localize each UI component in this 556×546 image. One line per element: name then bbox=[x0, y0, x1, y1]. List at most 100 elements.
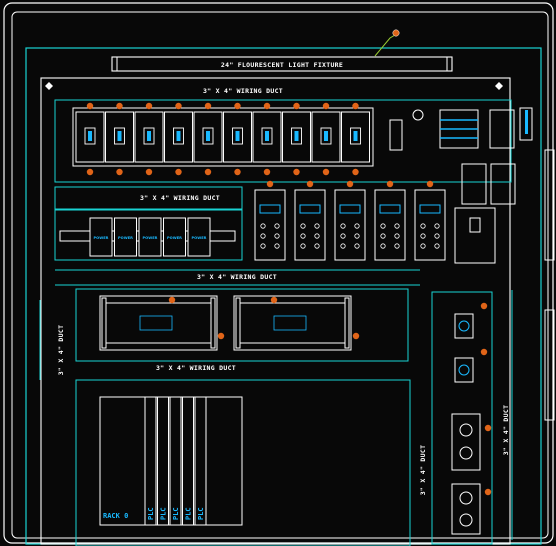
door-hinge-lower bbox=[544, 309, 555, 421]
contactor-balloon bbox=[386, 180, 394, 188]
terminal-block: POWER bbox=[187, 217, 211, 257]
enclosure-inner-border bbox=[11, 11, 549, 539]
rack-module-label: PLC bbox=[160, 507, 168, 520]
selector-switch-2 bbox=[454, 357, 474, 383]
ground-lug-icon bbox=[412, 109, 424, 121]
breaker-load-balloon bbox=[175, 168, 182, 176]
terminal-block-duct bbox=[54, 209, 243, 261]
door-hinge-upper bbox=[544, 149, 555, 261]
breaker-line-balloon bbox=[352, 102, 359, 110]
receptacle-1 bbox=[451, 413, 481, 471]
breaker-load-balloon bbox=[263, 168, 271, 176]
terminal-block-label: POWER bbox=[94, 236, 109, 240]
drive-2-balloon bbox=[270, 296, 278, 304]
disconnect-handle-fill bbox=[525, 110, 528, 134]
breaker-load-balloon bbox=[86, 168, 94, 176]
top-wiring-duct bbox=[54, 99, 512, 183]
mid-left-duct-label: 3" X 4" WIRING DUCT bbox=[140, 194, 220, 202]
top-duct-label: 3" X 4" WIRING DUCT bbox=[203, 87, 283, 95]
small-vertical-duct-label: 3" X 4" DUCT bbox=[419, 445, 427, 496]
terminal-block: POWER bbox=[114, 217, 137, 257]
rack-0-label: RACK 0 bbox=[103, 512, 128, 520]
breaker bbox=[341, 111, 370, 163]
rack-duct-area bbox=[75, 379, 411, 546]
drive-2-output-balloon bbox=[352, 332, 360, 340]
mounting-hole-markers bbox=[45, 82, 503, 90]
breaker-load-balloon bbox=[293, 168, 300, 176]
breaker-line-balloon bbox=[322, 102, 330, 110]
contactor bbox=[254, 189, 286, 261]
right-vertical-duct-label: 3" X 4" DUCT bbox=[502, 405, 510, 456]
breaker-line-balloon bbox=[145, 102, 153, 110]
rack-module-label: PLC bbox=[147, 507, 155, 520]
contactor bbox=[374, 189, 406, 261]
breaker-load-balloon bbox=[322, 168, 330, 176]
selector-2-balloon bbox=[480, 348, 488, 356]
breaker-line-balloon bbox=[86, 102, 94, 110]
receptacle-1-balloon bbox=[484, 424, 492, 432]
breaker-row bbox=[75, 102, 370, 176]
breaker-load-balloon bbox=[116, 168, 123, 176]
breaker bbox=[105, 111, 134, 163]
breaker bbox=[164, 111, 193, 163]
light-fixture-balloon bbox=[392, 29, 400, 37]
breaker-line-balloon bbox=[263, 102, 271, 110]
rack-module-label: PLC bbox=[172, 507, 180, 520]
terminal-block-small bbox=[389, 119, 403, 151]
rack-module: PLC bbox=[169, 396, 182, 526]
breaker bbox=[193, 111, 223, 163]
drive-mount-area bbox=[75, 288, 409, 362]
breaker bbox=[311, 111, 341, 163]
breaker bbox=[252, 111, 282, 163]
enclosure-outer-border bbox=[3, 2, 554, 544]
contactor-balloon bbox=[346, 180, 354, 188]
breaker-line-balloon bbox=[204, 102, 212, 110]
breaker bbox=[134, 111, 164, 163]
receptacle-2 bbox=[451, 483, 481, 535]
breaker bbox=[75, 111, 105, 163]
rack-0-outline bbox=[99, 396, 243, 526]
rack-0-modules: PLC PLC PLC PLC PLC bbox=[144, 396, 207, 526]
breaker-line-balloon bbox=[234, 102, 241, 110]
light-fixture-outline bbox=[111, 56, 453, 72]
breaker bbox=[223, 111, 252, 163]
contactor-row bbox=[254, 180, 446, 261]
contactor-balloon bbox=[266, 180, 274, 188]
lower-duct-label: 3" X 4" WIRING DUCT bbox=[156, 364, 236, 372]
terminal-block: POWER bbox=[138, 217, 162, 257]
mid-left-duct-header bbox=[54, 186, 243, 210]
drive-2 bbox=[233, 295, 352, 351]
contactor-balloon bbox=[426, 180, 434, 188]
terminal-block-label: POWER bbox=[192, 236, 207, 240]
center-duct-label: 3" X 4" WIRING DUCT bbox=[197, 273, 277, 281]
breaker-load-balloon bbox=[145, 168, 153, 176]
breaker-line-balloon bbox=[116, 102, 123, 110]
contactor-balloon bbox=[306, 180, 314, 188]
disconnect-handle bbox=[519, 107, 533, 141]
main-fuse bbox=[489, 109, 515, 149]
rack-module: PLC bbox=[157, 396, 169, 526]
breaker bbox=[282, 111, 311, 163]
terminal-block-label: POWER bbox=[167, 236, 182, 240]
rack-module-label: PLC bbox=[197, 507, 205, 520]
breaker-line-balloon bbox=[175, 102, 182, 110]
rack-module: PLC bbox=[144, 396, 157, 526]
contactor bbox=[414, 189, 446, 261]
breaker-load-balloon bbox=[352, 168, 359, 176]
breaker-rail bbox=[72, 107, 374, 167]
selector-switch-1 bbox=[454, 313, 474, 339]
rack-module-label: PLC bbox=[185, 507, 193, 520]
contactor bbox=[294, 189, 326, 261]
breaker-load-balloon bbox=[234, 168, 241, 176]
sub-panel-outline bbox=[40, 77, 511, 545]
fuse-block bbox=[439, 109, 479, 149]
receptacle-2-balloon bbox=[484, 488, 492, 496]
light-fixture-label: 24" FLOURESCENT LIGHT FIXTURE bbox=[221, 61, 343, 69]
transformer-window bbox=[469, 217, 481, 233]
contactor bbox=[334, 189, 366, 261]
selector-1-balloon bbox=[480, 302, 488, 310]
rack-module: PLC bbox=[194, 396, 207, 526]
